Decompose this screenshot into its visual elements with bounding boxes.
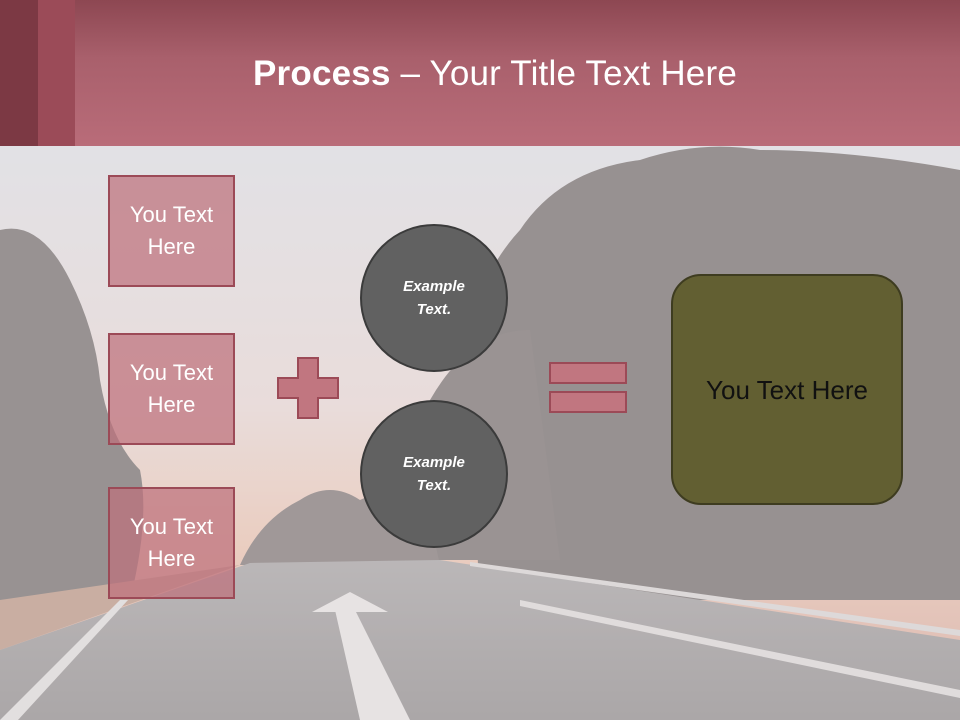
result-box[interactable]: You Text Here bbox=[671, 274, 903, 505]
header-bar: Process – Your Title Text Here bbox=[0, 0, 960, 146]
text-box-1[interactable]: You Text Here bbox=[108, 175, 235, 287]
text-box-2[interactable]: You Text Here bbox=[108, 333, 235, 445]
header-accent-mid bbox=[38, 0, 75, 146]
text-box-3[interactable]: You Text Here bbox=[108, 487, 235, 599]
title-bold: Process bbox=[253, 54, 391, 93]
equals-bar-top bbox=[549, 362, 627, 384]
equals-bar-bottom bbox=[549, 391, 627, 413]
slide-title[interactable]: Process – Your Title Text Here bbox=[75, 50, 915, 98]
title-rest: – Your Title Text Here bbox=[390, 54, 737, 93]
example-circle-2[interactable]: Example Text. bbox=[360, 400, 508, 548]
header-accent-dark bbox=[0, 0, 38, 146]
example-circle-1[interactable]: Example Text. bbox=[360, 224, 508, 372]
plus-icon bbox=[277, 357, 339, 419]
